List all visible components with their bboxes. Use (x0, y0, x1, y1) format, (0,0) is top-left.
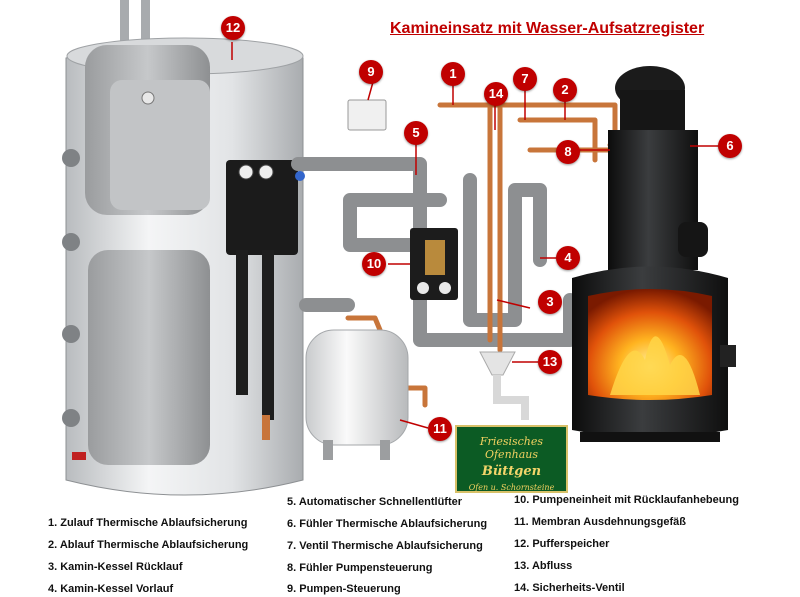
legend-item-2: 2. Ablauf Thermische Ablaufsicherung (48, 539, 249, 551)
insulated-pipes (291, 157, 577, 347)
legend-item-3: 3. Kamin-Kessel Rücklauf (48, 561, 183, 573)
callout-badge-6: 6 (718, 134, 742, 158)
callout-badge-14: 14 (484, 82, 508, 106)
callout-badge-9: 9 (359, 60, 383, 84)
legend-item-14: 14. Sicherheits-Ventil (514, 582, 625, 594)
legend-item-4: 4. Kamin-Kessel Vorlauf (48, 583, 174, 595)
company-logo: Friesisches Ofenhaus Büttgen Ofen u. Sch… (455, 425, 568, 493)
callout-badge-5: 5 (404, 121, 428, 145)
legend-item-5: 5. Automatischer Schnellentlüfter (287, 496, 463, 508)
logo-line-1: Friesisches Ofenhaus (479, 435, 544, 461)
legend-item-10: 10. Pumpeneinheit mit Rücklaufanhebeung (514, 494, 739, 506)
expansion-vessel (305, 329, 409, 460)
callout-badge-11: 11 (428, 417, 452, 441)
legend-item-6: 6. Fühler Thermische Ablaufsicherung (287, 518, 488, 530)
legend-item-11: 11. Membran Ausdehnungsgefäß (514, 516, 686, 528)
legend-item-9: 9. Pumpen-Steuerung (287, 583, 401, 595)
callout-badge-10: 10 (362, 252, 386, 276)
solar-station-box (226, 159, 305, 440)
callout-badge-2: 2 (553, 78, 577, 102)
legend-item-8: 8. Fühler Pumpensteuerung (287, 562, 433, 574)
legend-item-1: 1. Zulauf Thermische Ablaufsicherung (48, 517, 248, 529)
callout-badge-1: 1 (441, 62, 465, 86)
logo-line-3: Ofen u. Schornsteine (468, 483, 555, 492)
callout-badge-4: 4 (556, 246, 580, 270)
logo-line-2: Büttgen (481, 464, 542, 479)
callout-badge-12: 12 (221, 16, 245, 40)
pump-unit (410, 228, 458, 300)
callout-badge-7: 7 (513, 67, 537, 91)
legend-item-13: 13. Abfluss (514, 560, 573, 572)
callout-badge-8: 8 (556, 140, 580, 164)
callout-badge-3: 3 (538, 290, 562, 314)
diagram-title: Kamineinsatz mit Wasser-Aufsatzregister (390, 20, 705, 37)
pump-controller (347, 99, 387, 131)
callout-badge-13: 13 (538, 350, 562, 374)
fireplace-stove (572, 66, 736, 442)
legend-item-12: 12. Pufferspeicher (514, 538, 610, 550)
drain-funnel (479, 351, 529, 420)
legend-item-7: 7. Ventil Thermische Ablaufsicherung (287, 540, 483, 552)
